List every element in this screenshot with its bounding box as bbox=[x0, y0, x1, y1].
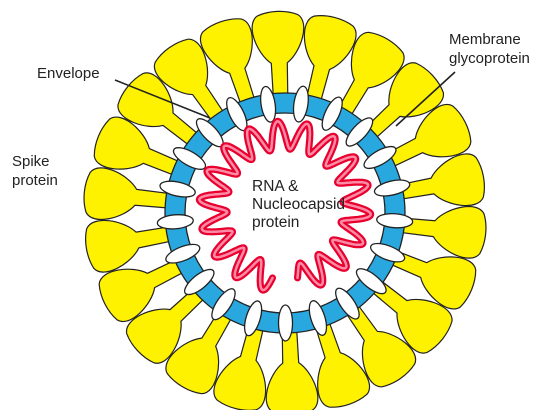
rna-nucleocapsid-label-line1: RNA & bbox=[252, 178, 345, 196]
spike-protein-label-line1: Spike bbox=[12, 152, 58, 171]
rna-nucleocapsid-label: RNA & Nucleocapsid protein bbox=[252, 178, 345, 232]
envelope-label: Envelope bbox=[37, 64, 100, 83]
rna-nucleocapsid-label-line3: protein bbox=[252, 214, 345, 232]
spike-protein-label-line2: protein bbox=[12, 171, 58, 190]
membrane-glycoprotein bbox=[278, 305, 292, 341]
membrane-glycoprotein-label: Membrane glycoprotein bbox=[449, 30, 530, 68]
rna-nucleocapsid-label-line2: Nucleocapsid bbox=[252, 196, 345, 214]
membrane-glycoprotein-label-line1: Membrane bbox=[449, 30, 530, 49]
membrane-glycoprotein-label-line2: glycoprotein bbox=[449, 49, 530, 68]
spike-protein-label: Spike protein bbox=[12, 152, 58, 190]
